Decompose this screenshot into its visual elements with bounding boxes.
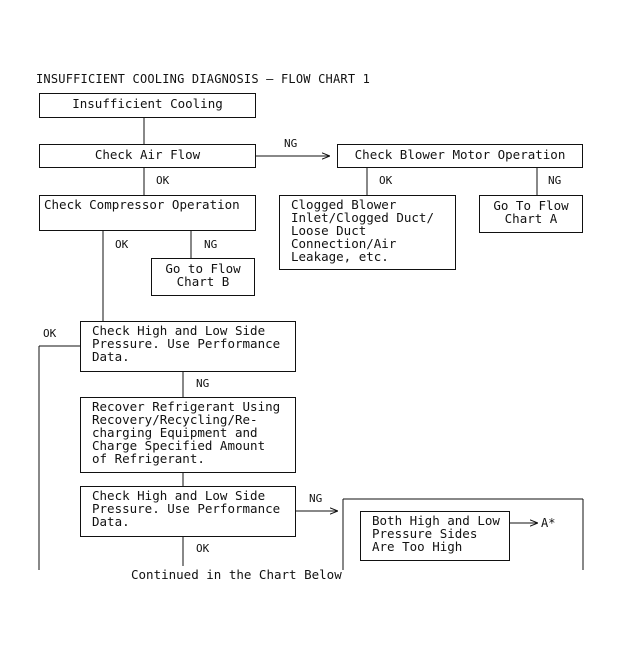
label-ng-air-flow: NG [284,137,298,150]
label-ng-blower: NG [548,174,562,187]
label-ng-pressure-1: NG [196,377,210,390]
node-both-high-low: Both High and Low Pressure Sides Are Too… [360,511,510,561]
node-insufficient-cooling: Insufficient Cooling [39,93,256,118]
node-check-blower-motor: Check Blower Motor Operation [337,144,583,168]
label-a-star: A* [541,516,556,530]
node-go-to-chart-b: Go to Flow Chart B [151,258,255,296]
label-ng-pressure-2: NG [309,492,323,505]
continued-note: Continued in the Chart Below [131,567,342,582]
node-check-compressor: Check Compressor Operation [39,195,256,231]
label-ng-compressor: NG [204,238,218,251]
node-recover-refrigerant: Recover Refrigerant Using Recovery/Recyc… [80,397,296,473]
label-ok-pressure-2: OK [196,542,210,555]
node-check-pressure-1: Check High and Low Side Pressure. Use Pe… [80,321,296,372]
node-clogged-blower: Clogged Blower Inlet/Clogged Duct/ Loose… [279,195,456,270]
label-ok-compressor: OK [115,238,129,251]
node-check-air-flow: Check Air Flow [39,144,256,168]
chart-title: INSUFFICIENT COOLING DIAGNOSIS – FLOW CH… [36,72,371,86]
label-ok-left: OK [43,327,57,340]
node-check-pressure-2: Check High and Low Side Pressure. Use Pe… [80,486,296,537]
label-ok-air-flow: OK [156,174,170,187]
node-go-to-chart-a: Go To Flow Chart A [479,195,583,233]
label-ok-blower: OK [379,174,393,187]
